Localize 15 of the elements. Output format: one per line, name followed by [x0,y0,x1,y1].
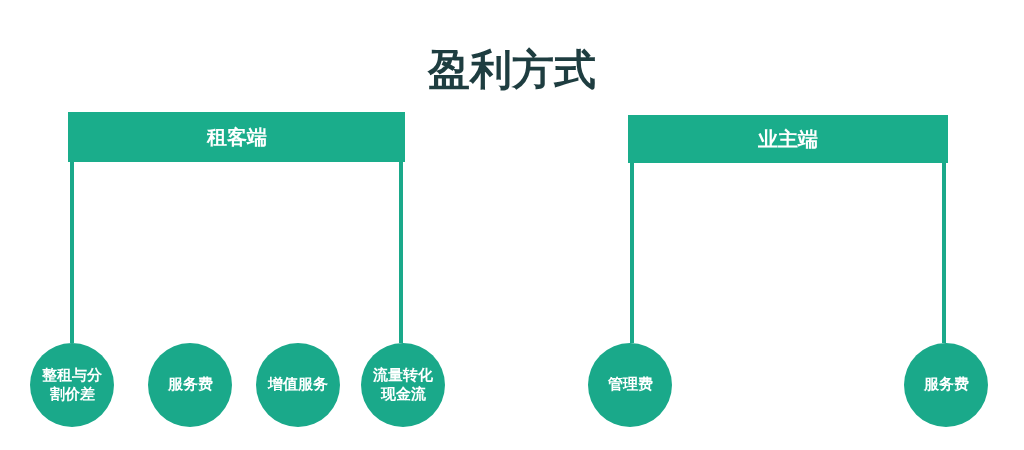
header-bar [68,112,405,162]
header-label: 租客端 [206,123,267,151]
circle-label: 增值服务 [266,375,329,395]
circle-label: 管理费 [606,375,654,395]
header-label: 业主端 [758,125,818,153]
title: 盈利方式 [428,45,596,94]
circle-label: 服务费 [166,375,214,395]
circle-label: 整租与分割价差 [41,365,103,405]
connector-line [630,163,634,343]
circle-label: 流量转化现金流 [372,365,434,405]
connector-line [399,162,403,343]
connector-line [942,163,946,343]
circle-label: 服务费 [922,375,970,395]
header-bar [628,115,948,163]
connector-line [70,162,74,343]
